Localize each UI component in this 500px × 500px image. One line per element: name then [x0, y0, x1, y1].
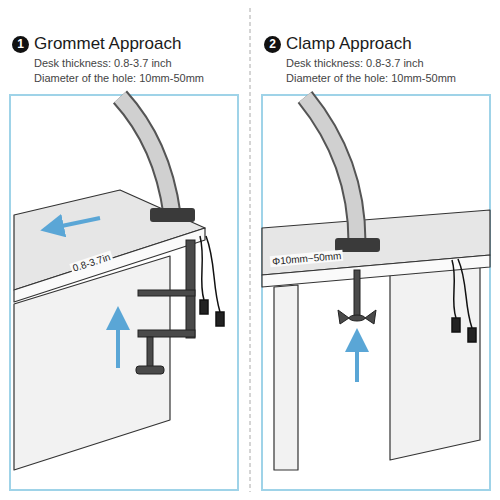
arm-right — [305, 97, 380, 252]
spec-note: Diameter of the hole: 10mm-50mm — [34, 72, 204, 84]
grommet-bolt — [338, 270, 376, 324]
divider-line — [250, 8, 251, 492]
spec-note: Desk thickness: 0.8-3.7 inch — [286, 57, 424, 69]
direction-arrows-left — [52, 218, 118, 368]
cables-right — [452, 259, 476, 342]
cables-left — [200, 236, 224, 326]
panel-frame — [262, 95, 490, 490]
callout-number: 1 — [12, 36, 29, 53]
panel-frame — [10, 95, 238, 490]
desk-left — [14, 190, 205, 470]
direction-arrow-right — [355, 340, 359, 382]
clamp-left — [136, 240, 195, 374]
section-heading: Grommet Approach — [34, 34, 181, 54]
desk-right — [262, 210, 490, 470]
section-heading: Clamp Approach — [286, 34, 412, 54]
dimension-label: Φ10mm~50mm — [270, 250, 344, 267]
arm-left — [120, 97, 195, 222]
dimension-label: 0.8-3.7in — [69, 251, 113, 275]
spec-note: Diameter of the hole: 10mm-50mm — [286, 72, 456, 84]
spec-note: Desk thickness: 0.8-3.7 inch — [34, 57, 172, 69]
callout-number: 2 — [264, 36, 281, 53]
